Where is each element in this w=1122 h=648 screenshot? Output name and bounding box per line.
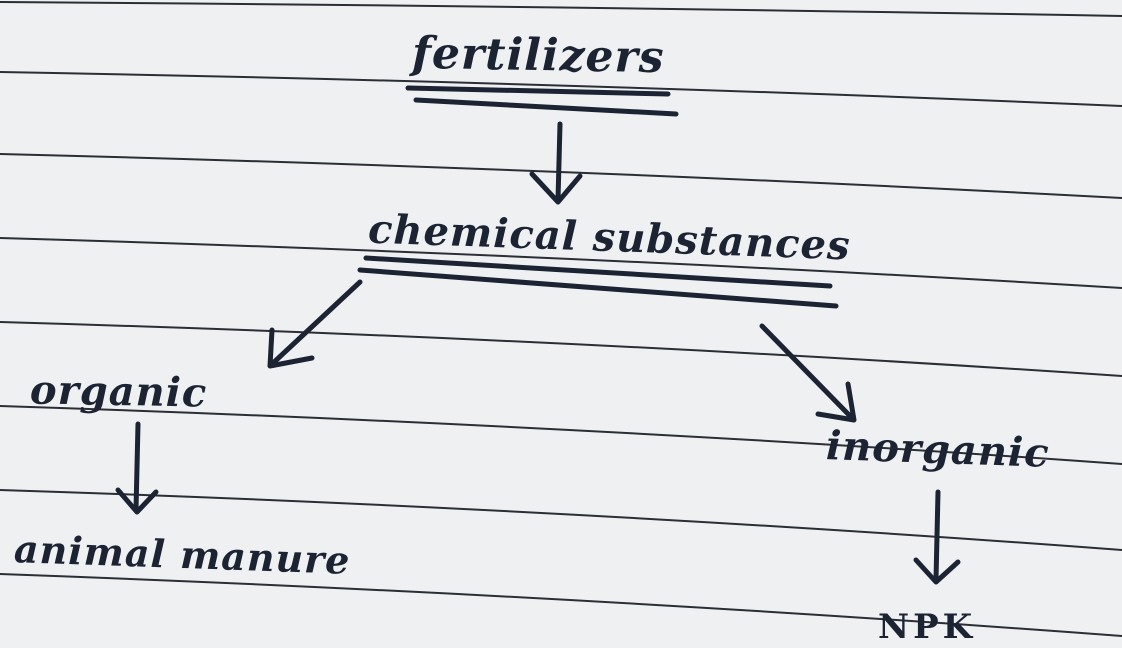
arrow-chemical-to-inorganic xyxy=(759,323,857,423)
ruled-line xyxy=(0,321,1122,377)
chemical-underline xyxy=(363,255,833,289)
node-fertilizers: fertilizers xyxy=(411,27,665,84)
node-animal-manure: animal manure xyxy=(13,526,352,583)
arrow-fertilizers-to-chemical xyxy=(529,121,583,205)
ruled-line xyxy=(0,71,1122,107)
fertilizers-underline xyxy=(405,85,671,97)
chemical-underline xyxy=(357,267,839,309)
ruled-line xyxy=(0,237,1122,289)
arrow-chemical-to-organic xyxy=(267,279,363,369)
fertilizers-underline xyxy=(413,97,679,117)
arrow-organic-to-animal xyxy=(115,421,159,515)
ruled-line xyxy=(0,405,1122,465)
ruled-line xyxy=(0,573,1122,637)
arrow-inorganic-to-npk xyxy=(913,489,961,585)
ruled-line xyxy=(0,489,1122,551)
node-npk: NPK xyxy=(878,607,977,647)
node-organic: organic xyxy=(29,366,208,417)
ruled-line xyxy=(0,1,1122,17)
node-inorganic: inorganic xyxy=(825,422,1051,477)
